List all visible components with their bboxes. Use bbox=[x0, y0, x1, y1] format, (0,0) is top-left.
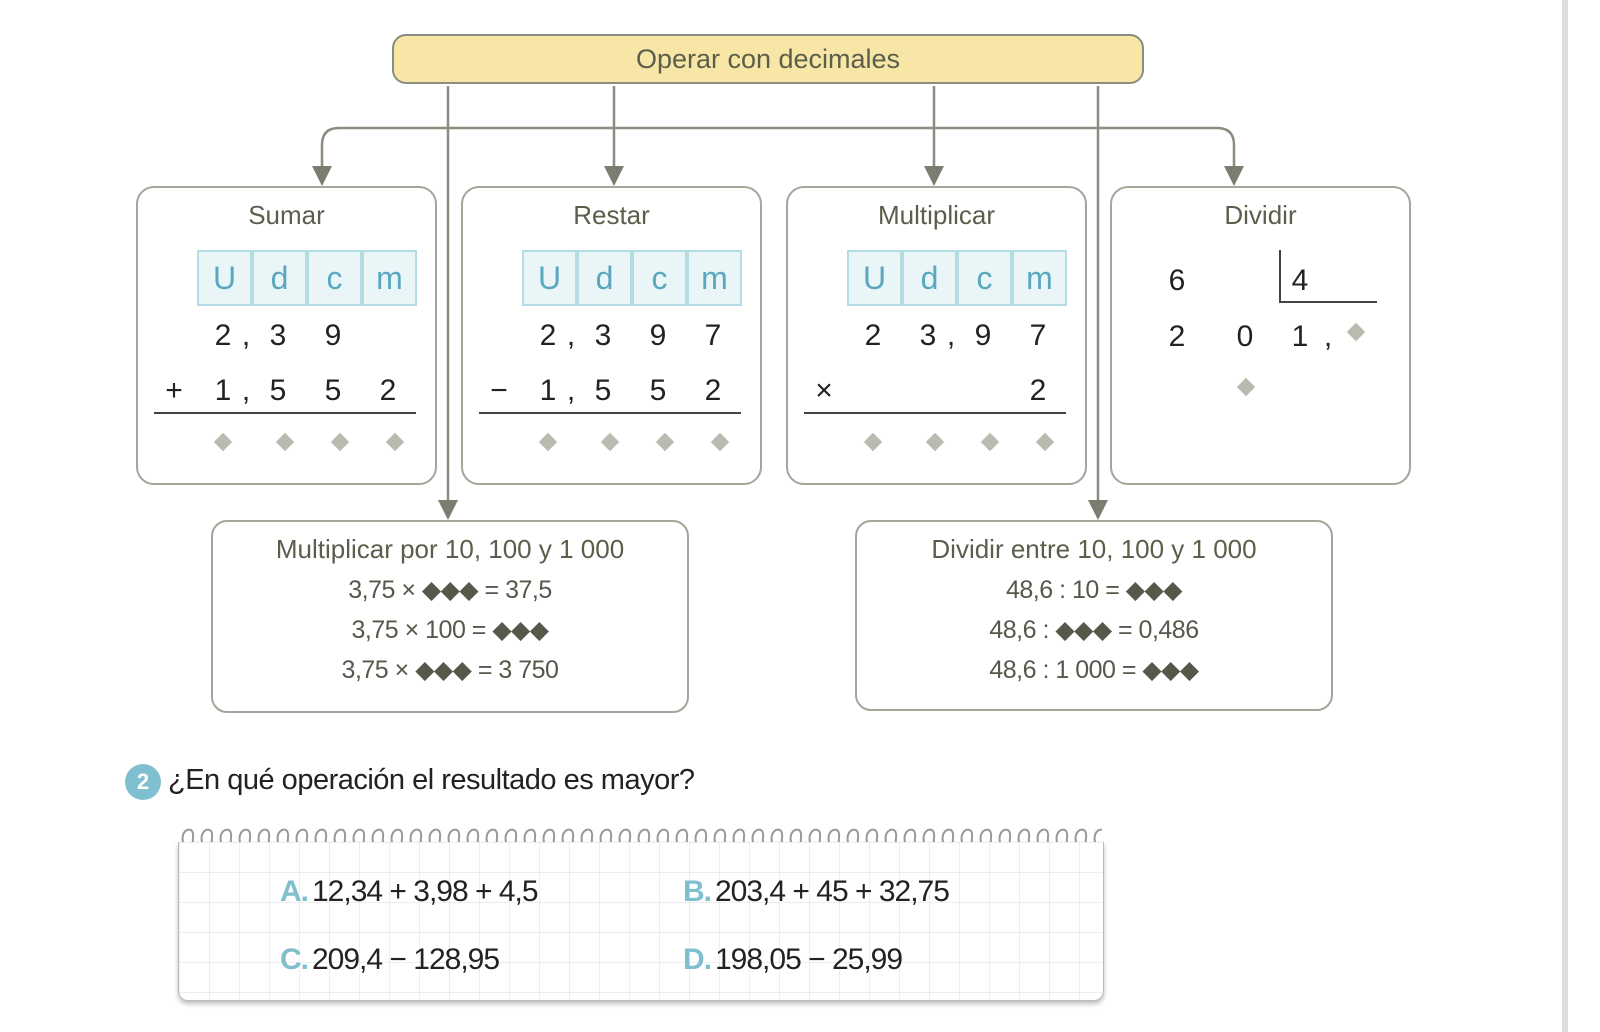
place-value-header: c bbox=[307, 250, 362, 306]
place-value-header: m bbox=[1012, 250, 1067, 306]
sum-line bbox=[479, 412, 741, 414]
digit: 5 bbox=[324, 374, 342, 407]
multiply-powers-box: Multiplicar por 10, 100 y 1 000 3,75 × ◆… bbox=[211, 520, 689, 713]
option-b[interactable]: B.203,4 + 45 + 32,75 bbox=[683, 875, 950, 909]
option-expression: 198,05 − 25,99 bbox=[715, 943, 903, 976]
quotient-comma: , bbox=[1323, 320, 1333, 353]
digit: 2 bbox=[1029, 374, 1047, 407]
digit: 2 bbox=[864, 319, 882, 352]
divide-box: Dividir bbox=[1110, 186, 1411, 485]
notebook-paper bbox=[178, 842, 1104, 1001]
digit: 9 bbox=[324, 319, 342, 352]
divisor: 4 bbox=[1291, 264, 1309, 297]
remainder-digit: 0 bbox=[1236, 320, 1254, 353]
operation-title: Multiplicar bbox=[877, 200, 996, 230]
option-letter: A. bbox=[280, 875, 309, 908]
place-value-header: d bbox=[902, 250, 957, 306]
exercise-line: 48,6 : 10 = ◆◆◆ bbox=[1006, 576, 1182, 604]
digit: 3 bbox=[594, 319, 612, 352]
digit: 5 bbox=[649, 374, 667, 407]
divide-powers-box: Dividir entre 10, 100 y 1 000 48,6 : 10 … bbox=[855, 520, 1333, 711]
digit: 2 bbox=[704, 374, 722, 407]
operator-sign: × bbox=[815, 374, 833, 407]
exercise-line: 48,6 : 1 000 = ◆◆◆ bbox=[989, 656, 1199, 684]
sum-line bbox=[154, 412, 416, 414]
digit: 5 bbox=[269, 374, 287, 407]
digit: 1 bbox=[214, 374, 232, 407]
operation-title: Restar bbox=[573, 200, 650, 230]
digit: 7 bbox=[704, 319, 722, 352]
remainder-digit: 2 bbox=[1168, 320, 1186, 353]
exercise-line: 3,75 × 100 = ◆◆◆ bbox=[351, 616, 549, 644]
option-letter: C. bbox=[280, 943, 309, 976]
digit: 7 bbox=[1029, 319, 1047, 352]
digit: 2 bbox=[214, 319, 232, 352]
option-d[interactable]: D.198,05 − 25,99 bbox=[683, 943, 903, 977]
option-expression: 203,4 + 45 + 32,75 bbox=[715, 875, 950, 908]
decimal-comma: , bbox=[566, 374, 576, 407]
digit: 3 bbox=[269, 319, 287, 352]
place-value-header: d bbox=[252, 250, 307, 306]
place-value-header: m bbox=[362, 250, 417, 306]
place-value-header: c bbox=[957, 250, 1012, 306]
digit: 5 bbox=[594, 374, 612, 407]
quotient-digit: 1 bbox=[1291, 320, 1309, 353]
exercise-line: 3,75 × ◆◆◆ = 37,5 bbox=[348, 576, 552, 604]
exercise-line: 3,75 × ◆◆◆ = 3 750 bbox=[341, 656, 559, 684]
option-c[interactable]: C.209,4 − 128,95 bbox=[280, 943, 500, 977]
option-letter: D. bbox=[683, 943, 712, 976]
operator-sign: + bbox=[165, 374, 183, 407]
exercise-line: 48,6 : ◆◆◆ = 0,486 bbox=[989, 616, 1199, 644]
place-value-header: c bbox=[632, 250, 687, 306]
divide-title: Dividir bbox=[1224, 200, 1297, 230]
main-title: Operar con decimales bbox=[392, 34, 1144, 84]
digit: 3 bbox=[919, 319, 937, 352]
decimal-comma: , bbox=[241, 374, 251, 407]
decimal-comma: , bbox=[241, 319, 251, 352]
place-value-header: d bbox=[577, 250, 632, 306]
option-expression: 209,4 − 128,95 bbox=[312, 943, 500, 976]
question-text: ¿En qué operación el resultado es mayor? bbox=[168, 764, 695, 796]
sum-line bbox=[804, 412, 1066, 414]
digit: 9 bbox=[974, 319, 992, 352]
division-bracket-line bbox=[1279, 301, 1377, 303]
digit: 1 bbox=[539, 374, 557, 407]
operation-title: Sumar bbox=[248, 200, 325, 230]
decimal-comma: , bbox=[566, 319, 576, 352]
division-bracket bbox=[1279, 250, 1281, 303]
place-value-header: m bbox=[687, 250, 742, 306]
place-value-header: U bbox=[197, 250, 252, 306]
multiply-powers-title: Multiplicar por 10, 100 y 1 000 bbox=[275, 534, 625, 564]
operator-sign: − bbox=[490, 374, 508, 407]
scrollbar[interactable] bbox=[1562, 0, 1568, 1032]
option-letter: B. bbox=[683, 875, 712, 908]
place-value-header: U bbox=[522, 250, 577, 306]
digit: 9 bbox=[649, 319, 667, 352]
digit: 2 bbox=[539, 319, 557, 352]
option-a[interactable]: A.12,34 + 3,98 + 4,5 bbox=[280, 875, 539, 909]
divide-powers-title: Dividir entre 10, 100 y 1 000 bbox=[931, 534, 1257, 564]
option-expression: 12,34 + 3,98 + 4,5 bbox=[312, 875, 539, 908]
decimal-comma: , bbox=[946, 319, 956, 352]
place-value-header: U bbox=[847, 250, 902, 306]
dividend: 6 bbox=[1168, 264, 1186, 297]
question-number-badge: 2 bbox=[125, 764, 161, 800]
digit: 2 bbox=[379, 374, 397, 407]
